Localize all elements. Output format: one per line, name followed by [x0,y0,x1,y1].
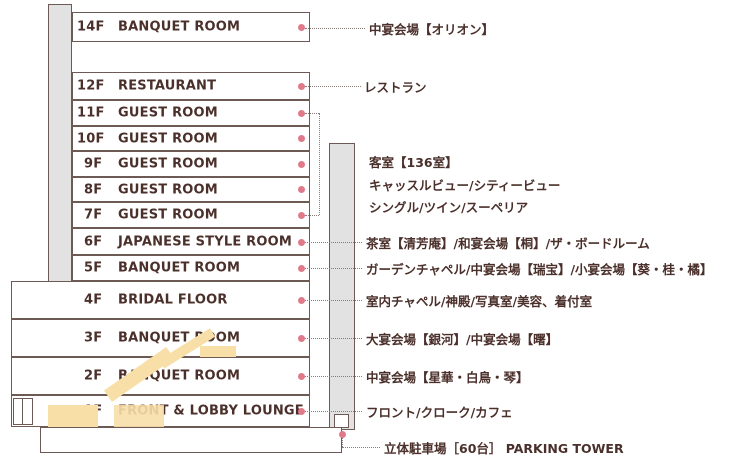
leader-line [305,300,362,301]
label-3f: 大宴会場【銀河】/中宴会場【曙】 [366,332,559,347]
leader-line [342,438,343,447]
floor-name: RESTAURANT [118,78,217,94]
floor-number: 9F [84,156,103,172]
floor-name: GUEST ROOM [118,105,218,121]
marker-dot [298,161,305,168]
floor-number: 11F [77,105,105,121]
floor-number: 5F [84,260,103,276]
staircase [200,346,236,357]
leader-line [305,215,319,216]
floor-8f: 8F GUEST ROOM [72,177,310,202]
label-parking: 立体駐車場［60台］ PARKING TOWER [384,441,624,456]
floor-name: BANQUET ROOM [118,19,241,35]
floor-name: BANQUET ROOM [118,260,241,276]
marker-dot [298,408,305,415]
label-guest-types: シングル/ツイン/スーペリア [369,200,529,215]
parking-entrance [334,414,349,428]
floor-6f: 6F JAPANESE STYLE ROOM [72,228,310,255]
leader-line [305,411,362,412]
label-guest-views: キャッスルビュー/シティービュー [369,178,561,193]
staircase [48,405,98,427]
floor-10f: 10F GUEST ROOM [72,126,310,151]
floor-5f: 5F BANQUET ROOM [72,255,310,281]
core-shaft [48,4,72,286]
floor-14f: 14F BANQUET ROOM [72,12,310,42]
floor-number: 12F [77,78,105,94]
floor-name: GUEST ROOM [118,156,218,172]
floor-11f: 11F GUEST ROOM [72,100,310,126]
label-6f: 茶室【清芳庵】/和宴会場【桐】/ザ・ボードルーム [366,236,650,251]
base-slab [40,427,342,453]
floor-number: 8F [84,182,103,197]
floor-9f: 9F GUEST ROOM [72,151,310,177]
marker-dot [339,431,346,438]
floor-number: 14F [77,19,105,35]
marker-dot [298,24,305,31]
leader-line [305,268,362,269]
marker-dot [298,265,305,272]
floor-name: GUEST ROOM [118,207,218,223]
floor-name: BANQUET ROOM [118,330,241,346]
floor-number: 4F [84,292,103,308]
leader-line [305,113,319,114]
label-12f: レストラン [364,80,427,95]
floor-number: 3F [84,330,103,346]
staircase [114,405,164,427]
floor-name: BRIDAL FLOOR [118,292,228,308]
leader-line [342,447,380,448]
label-5f: ガーデンチャペル/中宴会場【瑞宝】/小宴会場【葵・桂・橘】 [366,262,713,277]
marker-dot [298,373,305,380]
leader-line [305,28,365,29]
floor-7f: 7F GUEST ROOM [72,202,310,228]
floor-number: 7F [84,207,103,223]
marker-dot [298,83,305,90]
floor-number: 10F [77,131,105,146]
marker-dot [298,212,305,219]
floor-number: 6F [84,234,103,249]
floor-number: 2F [84,368,103,384]
label-4f: 室内チャペル/神殿/写真室/美容、着付室 [366,294,593,309]
leader-bracket [319,113,320,215]
floor-name: JAPANESE STYLE ROOM [118,234,293,249]
floor-name: FRONT & LOBBY LOUNGE [118,403,304,419]
floor-name: GUEST ROOM [118,182,218,197]
leader-line [305,376,362,377]
leader-line [305,86,361,87]
leader-line [305,242,362,243]
floor-12f: 12F RESTAURANT [72,72,310,100]
parking-tower [329,143,355,430]
marker-dot [298,135,305,142]
floor-name: GUEST ROOM [118,131,218,146]
marker-dot [298,239,305,246]
entrance-door [13,398,33,425]
marker-dot [298,110,305,117]
leader-line [305,338,362,339]
label-1f: フロント/クローク/カフェ [366,405,513,420]
marker-dot [298,297,305,304]
label-guest-rooms: 客室【136室】 [369,155,458,170]
floor-4f: 4F BRIDAL FLOOR [11,281,310,319]
marker-dot [298,335,305,342]
label-2f: 中宴会場【星華・白鳥・琴】 [366,370,529,385]
label-14f: 中宴会場【オリオン】 [369,22,495,37]
marker-dot [298,186,305,193]
